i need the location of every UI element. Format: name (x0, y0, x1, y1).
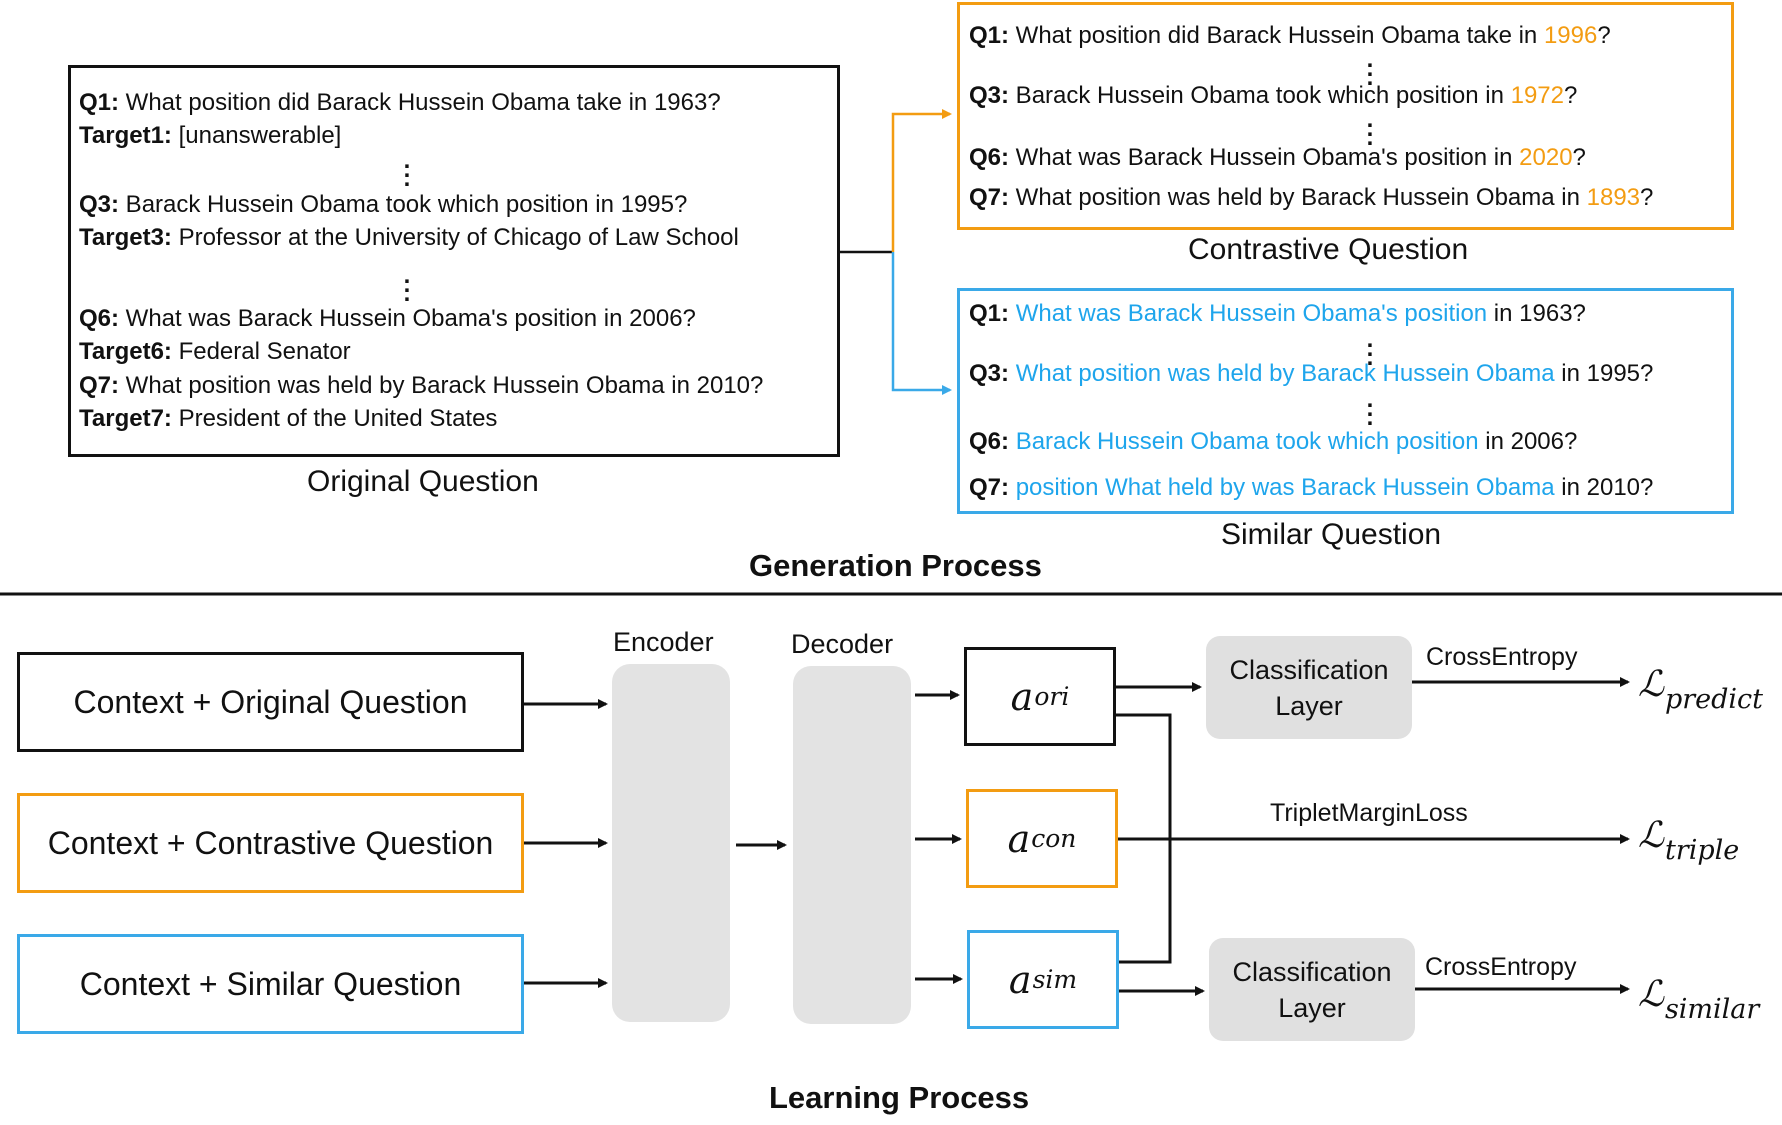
input-contrastive-box: Context + Contrastive Question (17, 793, 524, 893)
contrastive-q7: Q7: What position was held by Barack Hus… (969, 184, 1654, 211)
similar-q3: Q3: What position was held by Barack Hus… (969, 360, 1654, 387)
encoder-block (612, 664, 730, 1022)
loss-similar: ℒsimilar (1638, 974, 1760, 1026)
contrastive-q1: Q1: What position did Barack Hussein Oba… (969, 22, 1611, 49)
input-original-box: Context + Original Question (17, 652, 524, 752)
branch-to-similar-arrow (891, 252, 952, 395)
similar-question-box: Q1: What was Barack Hussein Obama's posi… (957, 288, 1734, 514)
ellipsis-vertical: ... (403, 262, 411, 307)
original-target6: Target6: Federal Senator (79, 338, 351, 365)
similar-q6: Q6: Barack Hussein Obama took which posi… (969, 428, 1578, 455)
contrastive-q3: Q3: Barack Hussein Obama took which posi… (969, 82, 1578, 109)
contrastive-question-box: Q1: What position did Barack Hussein Oba… (957, 2, 1734, 230)
original-question-box: Q1: What position did Barack Hussein Oba… (68, 65, 840, 457)
classification-layer-bottom: Classification Layer (1209, 938, 1415, 1041)
classification-layer-top: Classification Layer (1206, 636, 1412, 739)
branch-to-contrastive-arrow (891, 109, 952, 252)
decoder-label: Decoder (791, 629, 894, 659)
original-q1: Q1: What position did Barack Hussein Oba… (79, 89, 721, 116)
original-question-caption: Original Question (307, 465, 539, 498)
loss-triple: ℒtriple (1638, 815, 1740, 867)
similar-question-caption: Similar Question (1221, 518, 1442, 551)
crossentropy-label-bottom: CrossEntropy (1425, 953, 1577, 981)
similar-q1: Q1: What was Barack Hussein Obama's posi… (969, 300, 1586, 327)
loss-predict: ℒpredict (1638, 664, 1763, 716)
ellipsis-vertical: ... (1366, 386, 1374, 431)
encoder-label: Encoder (613, 627, 714, 657)
original-q6: Q6: What was Barack Hussein Obama's posi… (79, 305, 696, 332)
contrastive-question-caption: Contrastive Question (1188, 233, 1469, 266)
original-target7: Target7: President of the United States (79, 405, 498, 432)
original-target1: Target1: [unanswerable] (79, 122, 342, 149)
generation-process-title: Generation Process (749, 548, 1042, 583)
original-q7: Q7: What position was held by Barack Hus… (79, 372, 764, 399)
ellipsis-vertical: ... (403, 147, 411, 192)
ellipsis-vertical: ... (1366, 46, 1374, 91)
tripletmarginloss-label: TripletMarginLoss (1270, 799, 1468, 827)
original-q3: Q3: Barack Hussein Obama took which posi… (79, 191, 688, 218)
ellipsis-vertical: ... (1366, 326, 1374, 371)
decoder-block (793, 666, 911, 1024)
input-similar-box: Context + Similar Question (17, 934, 524, 1034)
original-target3: Target3: Professor at the University of … (79, 224, 739, 251)
ellipsis-vertical: ... (1366, 106, 1374, 151)
similar-q7: Q7: position What held by was Barack Hus… (969, 474, 1654, 501)
crossentropy-label-top: CrossEntropy (1426, 643, 1578, 671)
contrastive-q6: Q6: What was Barack Hussein Obama's posi… (969, 144, 1586, 171)
learning-process-title: Learning Process (769, 1080, 1030, 1115)
